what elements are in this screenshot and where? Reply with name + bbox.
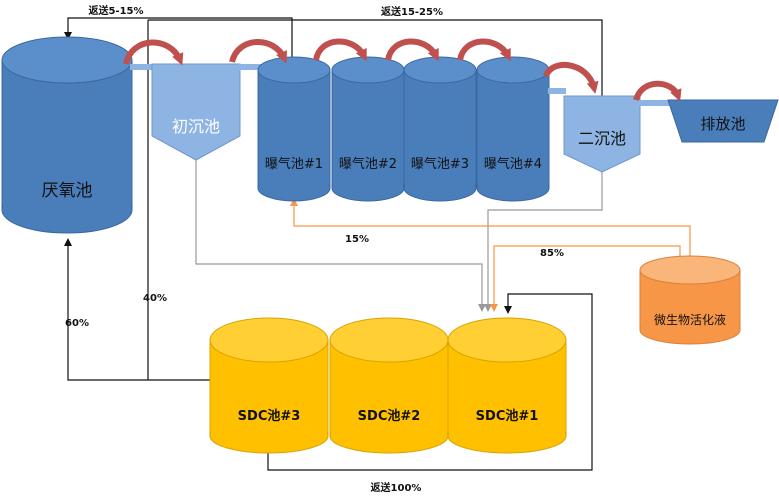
flow-arrow-6 (543, 61, 599, 94)
flow-arrow-4 (385, 38, 439, 62)
flow-arrow-2 (229, 39, 287, 64)
return-5-15-line (64, 17, 293, 58)
anaerobic-tank: 厌氧池 (1, 36, 133, 234)
secondary-to-sdc-line (484, 172, 603, 312)
microbe-liquid-tank: 微生物活化液 (639, 255, 741, 345)
microbe-15-label: 15% (345, 234, 369, 245)
secondary-clarifier-label: 二沉池 (578, 129, 626, 148)
pipe-anaerobic-primary (130, 64, 158, 70)
flow-arrow-5 (457, 38, 511, 62)
flow-arrow-3 (313, 38, 367, 62)
return-15-25-line (148, 19, 603, 96)
aeration-2-label: 曝气池#2 (339, 156, 397, 172)
secondary-clarifier: 二沉池 (563, 95, 641, 173)
aeration-tank-3: 曝气池#3 (403, 56, 477, 202)
sdc-return-100-line (267, 293, 593, 471)
sdc-40-label: 40% (143, 293, 167, 304)
sdc-tank-3: SDC池#3 (209, 317, 329, 454)
sdc-to-anaerobic-line (64, 238, 210, 381)
sdc-2-label: SDC池#2 (358, 408, 421, 424)
microbe-to-sdc-line (490, 245, 681, 312)
discharge-label: 排放池 (700, 115, 745, 133)
microbe-liquid-label: 微生物活化液 (654, 312, 726, 327)
pipe-primary-aeration (238, 64, 262, 70)
sdc-1-label: SDC池#1 (476, 408, 539, 424)
microbe-to-aeration-line (290, 198, 691, 256)
sdc-tank-2: SDC池#2 (329, 317, 449, 454)
aeration-1-label: 曝气池#1 (265, 156, 323, 172)
flow-arrow-1 (123, 39, 184, 66)
sdc-tank-1: SDC池#1 (447, 317, 567, 454)
discharge-tank: 排放池 (667, 99, 779, 143)
aeration-tank-2: 曝气池#2 (331, 56, 405, 202)
return-100-label: 返送100% (371, 481, 422, 494)
return-5-15-label: 返送5-15% (88, 4, 143, 17)
primary-clarifier-label: 初沉池 (172, 117, 220, 136)
sdc-60-label: 60% (65, 318, 89, 329)
pipe-aeration-secondary (548, 88, 566, 94)
aeration-3-label: 曝气池#3 (411, 156, 469, 172)
flow-arrow-7 (633, 80, 682, 102)
anaerobic-label: 厌氧池 (42, 181, 93, 201)
aeration-tank-4: 曝气池#4 (476, 56, 550, 202)
primary-clarifier: 初沉池 (151, 63, 241, 161)
primary-to-sdc-line (195, 160, 486, 312)
aeration-4-label: 曝气池#4 (484, 156, 542, 172)
return-15-25-label: 返送15-25% (381, 5, 443, 18)
pipe-secondary-discharge (638, 100, 670, 106)
microbe-85-label: 85% (540, 248, 564, 259)
sdc-3-label: SDC池#3 (238, 408, 301, 424)
aeration-tank-1: 曝气池#1 (257, 56, 331, 202)
